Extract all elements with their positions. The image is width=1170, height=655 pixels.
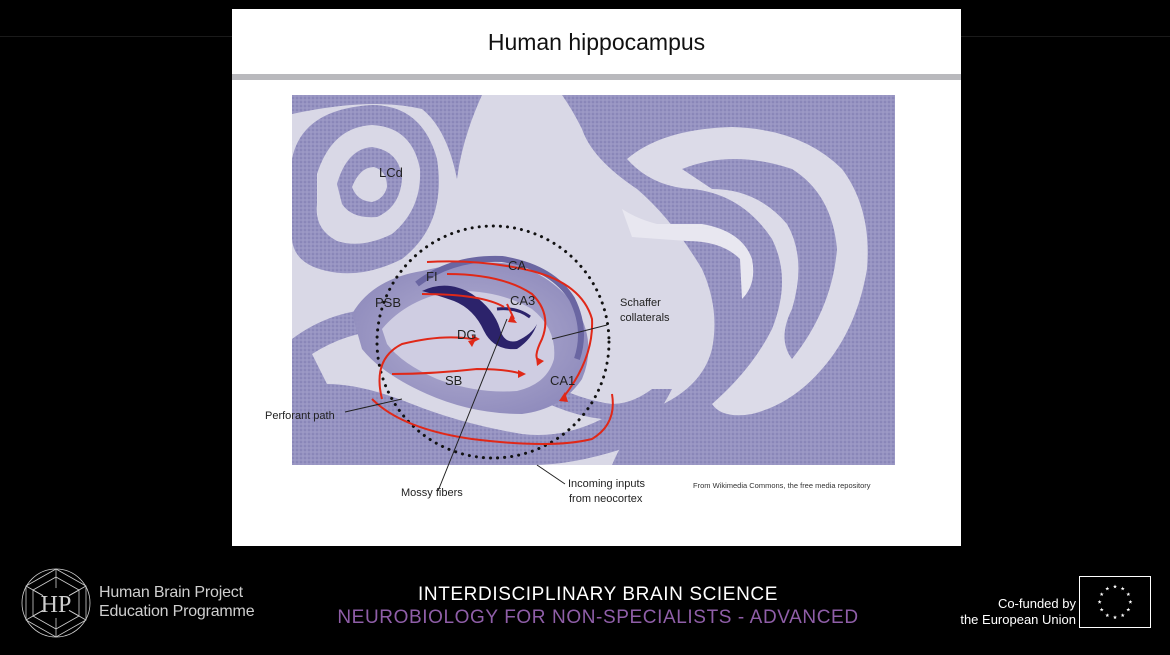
eu-star (1099, 607, 1104, 612)
eu-star (1105, 586, 1110, 591)
eu-star (1097, 599, 1102, 604)
pathway-arrows (371, 260, 614, 445)
eu-star (1112, 615, 1118, 620)
label-incoming-2: from neocortex (569, 493, 643, 505)
title-divider (232, 74, 961, 80)
label-psb: PSB (375, 295, 401, 310)
hbp-logo-icon: HP (21, 568, 91, 638)
label-dg: DG (457, 327, 477, 342)
label-perforant: Perforant path (265, 410, 335, 422)
svg-text:HP: HP (41, 592, 72, 618)
eu-star (1112, 584, 1118, 589)
funding-note: Co-funded by the European Union (960, 596, 1076, 627)
eu-flag-icon (1079, 576, 1151, 628)
label-incoming-1: Incoming inputs (568, 478, 646, 490)
eu-star (1126, 592, 1131, 597)
hippocampus-figure: LCd FI CA CA3 PSB DG SB CA1 Schaffer col… (265, 95, 895, 505)
slide-title: Human hippocampus (487, 29, 706, 55)
course-heading: INTERDISCIPLINARY BRAIN SCIENCE NEUROBIO… (300, 584, 896, 630)
course-subtitle: NEUROBIOLOGY FOR NON-SPECIALISTS - ADVAN… (337, 607, 859, 628)
eu-star (1120, 586, 1125, 591)
arrow-heads (468, 315, 568, 402)
eu-star (1126, 607, 1131, 612)
leader-lines (344, 318, 608, 492)
course-title: INTERDISCIPLINARY BRAIN SCIENCE (418, 584, 778, 605)
label-sb: SB (445, 373, 462, 388)
eu-star (1099, 592, 1104, 597)
label-schaffer-2: collaterals (620, 312, 670, 324)
program-name: Human Brain Project Education Programme (99, 584, 255, 620)
eu-star (1120, 613, 1125, 618)
hippocampus-outline (375, 224, 611, 460)
label-ca: CA (508, 258, 526, 273)
label-ca1: CA1 (550, 373, 575, 388)
label-mossy: Mossy fibers (401, 487, 463, 499)
label-ca3: CA3 (510, 293, 535, 308)
label-fi: FI (426, 269, 438, 284)
histology-image (292, 95, 895, 465)
label-lcd: LCd (379, 165, 403, 180)
eu-star (1105, 613, 1110, 618)
slide: Human hippocampus (232, 9, 961, 546)
eu-star (1128, 599, 1133, 604)
image-credit: From Wikimedia Commons, the free media r… (693, 481, 871, 490)
label-schaffer-1: Schaffer (620, 297, 661, 309)
